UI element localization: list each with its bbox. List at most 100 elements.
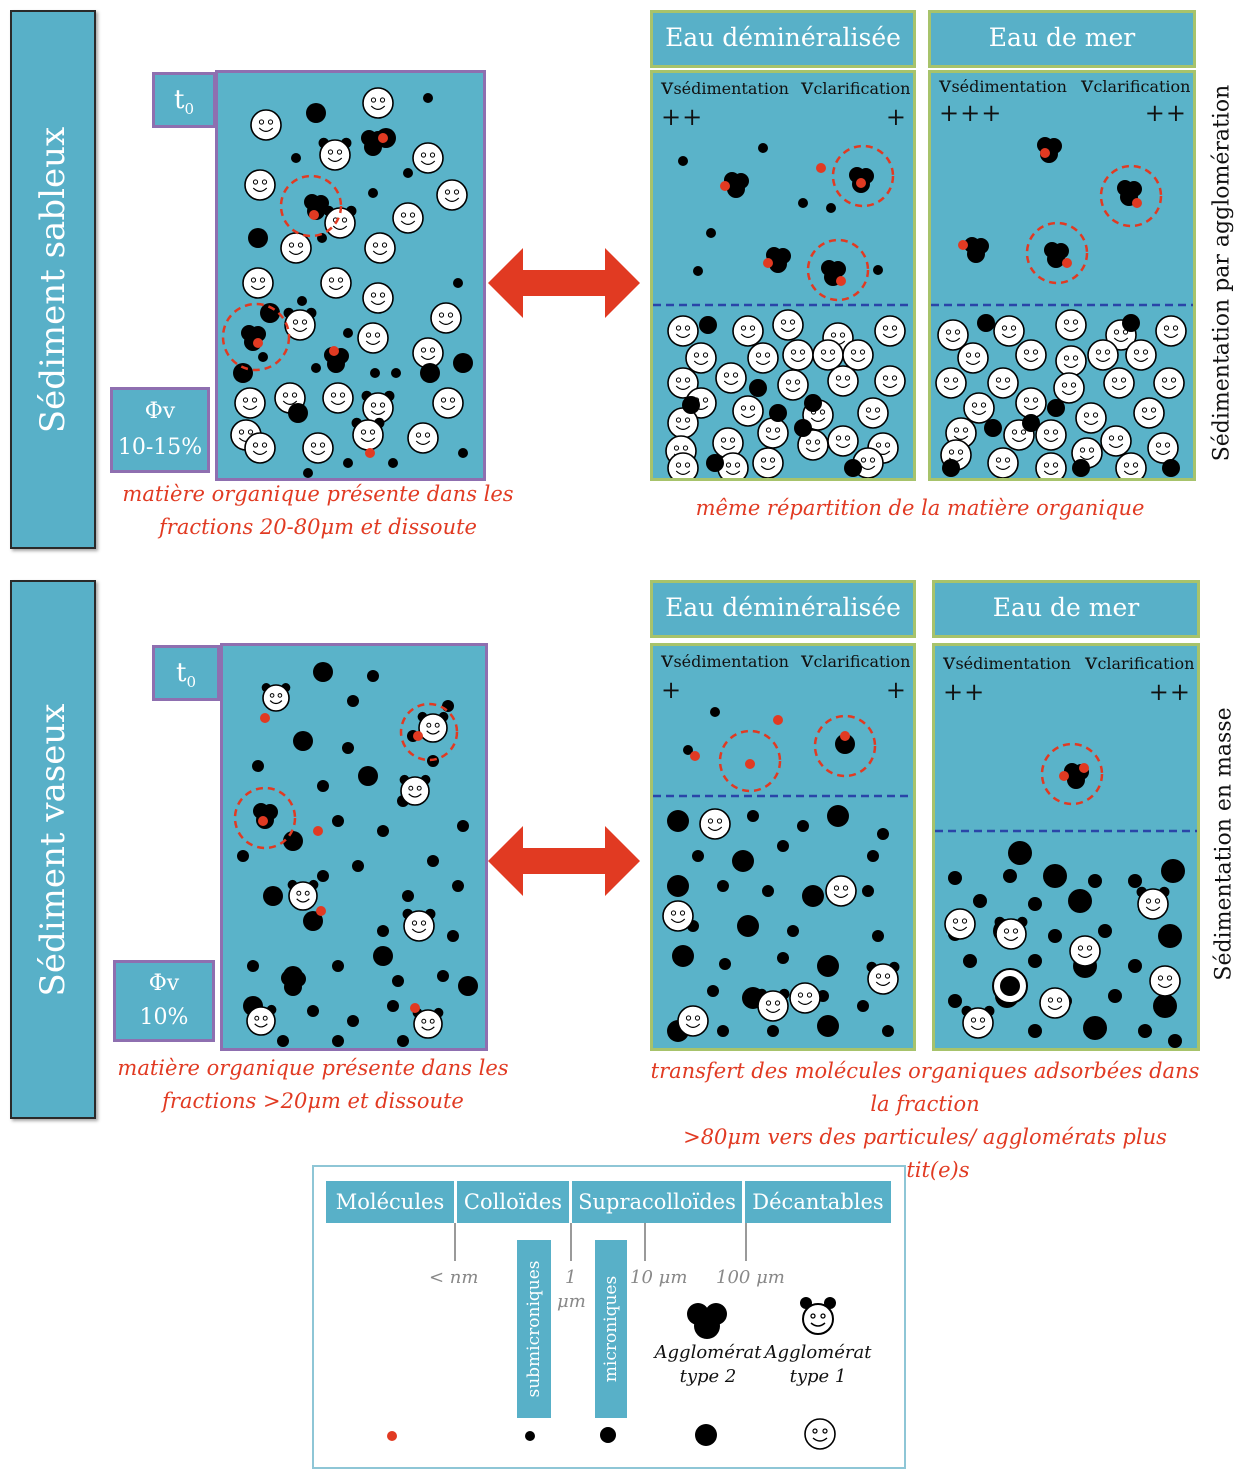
smiley-particle xyxy=(797,429,829,461)
black-particle xyxy=(767,1025,779,1037)
muddy-water1-panel: vsédimentation vclarification + + xyxy=(650,643,916,1051)
scale-label-100um: 100 μm xyxy=(716,1267,785,1288)
black-particle xyxy=(817,955,839,977)
smiley-particle xyxy=(957,342,989,374)
black-particle xyxy=(873,265,883,275)
black-particle xyxy=(777,840,789,852)
smiley-particle xyxy=(1039,987,1071,1019)
black-particle xyxy=(672,945,694,967)
black-particle xyxy=(388,458,398,468)
smiley-particle xyxy=(1115,452,1147,478)
sign-sedimentation: ++ xyxy=(943,678,986,706)
black-particle xyxy=(457,820,469,832)
smiley-particle xyxy=(987,447,1019,478)
black-particle xyxy=(283,831,303,851)
black-particle xyxy=(967,245,985,263)
black-particle xyxy=(1108,989,1122,1003)
smiley-particle xyxy=(732,315,764,347)
smiley-particle xyxy=(962,1007,994,1039)
sandy-side-label: Sédimentation par agglomération xyxy=(1209,84,1235,461)
smiley-particle xyxy=(789,982,821,1014)
black-particle xyxy=(342,742,354,754)
legend-cat-molecules: Molécules xyxy=(326,1181,454,1223)
smiley-particle xyxy=(430,302,462,334)
sandy-water2-particles xyxy=(931,137,1193,478)
black-particle xyxy=(678,156,688,166)
black-particle xyxy=(747,810,759,822)
black-particle xyxy=(368,188,378,198)
black-particle xyxy=(804,394,822,412)
organic-molecule xyxy=(260,713,270,723)
black-particle xyxy=(313,662,333,682)
black-particle xyxy=(303,911,323,931)
smiley-particle xyxy=(782,339,814,371)
phi-value: 10% xyxy=(139,1005,189,1030)
black-particle xyxy=(1072,459,1090,477)
black-particle xyxy=(787,925,799,937)
black-particle xyxy=(237,850,249,862)
black-particle xyxy=(706,228,716,238)
smiley-particle xyxy=(993,315,1025,347)
highlight-ring xyxy=(1099,164,1163,228)
smiley-particle xyxy=(1133,397,1165,429)
organic-molecule xyxy=(836,276,846,286)
black-particle xyxy=(717,880,729,892)
organic-molecule xyxy=(1132,198,1142,208)
molecule-dot xyxy=(387,1431,397,1441)
smiley-particle xyxy=(280,232,312,264)
black-particle xyxy=(727,180,745,198)
smiley-particle xyxy=(867,963,899,995)
smiley-particle xyxy=(284,309,316,341)
decantable-dot xyxy=(695,1424,717,1446)
smiley-particle xyxy=(436,179,468,211)
black-particle xyxy=(403,168,413,178)
smiley-particle xyxy=(1147,432,1179,464)
muddy-water2-panel: vsédimentation vclarification ++ ++ xyxy=(932,643,1200,1051)
organic-molecule xyxy=(1040,148,1050,158)
black-particle xyxy=(797,820,809,832)
black-particle xyxy=(1028,897,1042,911)
smiley-particle xyxy=(288,881,318,911)
smiley-particle xyxy=(963,392,995,424)
organic-molecule xyxy=(316,906,326,916)
black-particle xyxy=(311,363,321,373)
black-particle xyxy=(963,954,977,968)
black-particle xyxy=(693,266,703,276)
black-particle xyxy=(370,368,380,378)
smiley-particle xyxy=(362,282,394,314)
black-particle xyxy=(1088,874,1102,888)
black-particle xyxy=(437,970,449,982)
black-particle xyxy=(719,958,731,970)
black-particle xyxy=(1047,399,1065,417)
smiley-particle xyxy=(874,315,906,347)
smiley-particle xyxy=(246,1006,276,1036)
black-particle xyxy=(802,885,824,907)
black-particle xyxy=(317,780,329,792)
organic-molecule xyxy=(1062,258,1072,268)
smiley-particle xyxy=(392,202,424,234)
size-sample-particles xyxy=(387,1418,836,1450)
muddy-water1-particles xyxy=(653,707,913,1042)
v-sedimentation: vsédimentation xyxy=(939,73,1067,98)
smiley-particle xyxy=(1035,419,1067,451)
smiley-particle xyxy=(677,1005,709,1037)
smiley-particle xyxy=(1055,345,1087,377)
organic-molecule xyxy=(690,751,700,761)
organic-molecule xyxy=(410,1003,420,1013)
smiley-particle xyxy=(432,387,464,419)
highlight-ring xyxy=(831,144,895,208)
black-particle xyxy=(877,828,889,840)
black-particle xyxy=(794,419,812,437)
black-particle xyxy=(284,978,302,996)
black-particle xyxy=(942,459,960,477)
black-particle xyxy=(442,700,454,712)
double-arrow-icon xyxy=(488,248,640,318)
black-particle xyxy=(683,745,693,755)
black-particle xyxy=(367,670,379,682)
black-particle xyxy=(297,296,307,306)
smiley-particle xyxy=(685,342,717,374)
sandy-right-caption: même répartition de la matière organique xyxy=(695,496,1145,520)
smiley-particle xyxy=(403,910,435,942)
black-particle xyxy=(667,810,689,832)
black-particle xyxy=(973,894,987,908)
